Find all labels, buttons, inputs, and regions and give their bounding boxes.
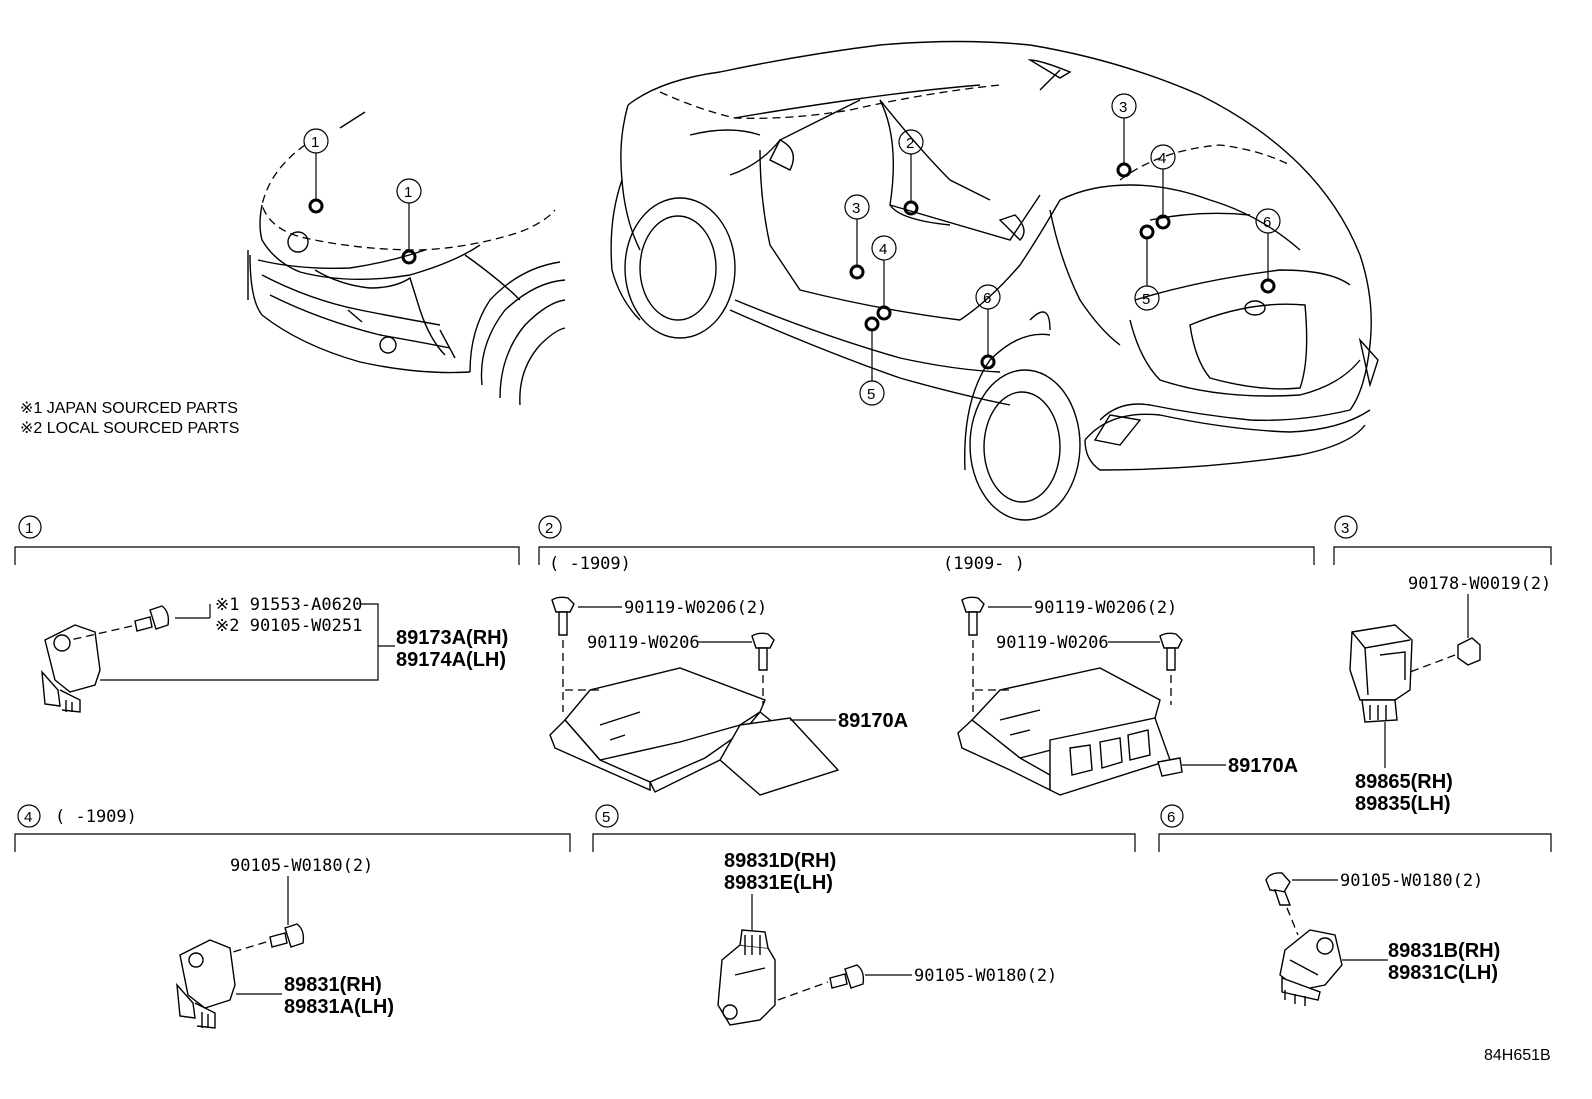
svg-text:1: 1 (25, 520, 33, 537)
section-1-part-rh: 89173A(RH) (396, 627, 508, 649)
section-4-part-rh: 89831(RH) (284, 974, 382, 996)
section-2-left-bolt-a (551, 596, 575, 712)
section-2-right-bolt-a (961, 596, 985, 712)
section-5-part-lh: 89831E(LH) (724, 872, 833, 894)
section-6-part-rh: 89831B(RH) (1388, 940, 1500, 962)
section-4-sensor (176, 939, 236, 1029)
section-5-sensor (717, 929, 776, 1026)
section-2-left-range: ( -1909) (549, 554, 631, 574)
rear-callout-5-top: 5 (1134, 224, 1160, 311)
section-2-right-range: (1909- ) (943, 554, 1025, 574)
rear-callout-4-top: 4 (1150, 144, 1176, 230)
section-1-code-japan: ※1 91553-A0620 (215, 595, 362, 615)
svg-text:2: 2 (906, 135, 914, 152)
svg-text:5: 5 (867, 386, 875, 403)
section-6-bolt-code: 90105-W0180(2) (1340, 871, 1483, 891)
section-2-left-bolt-a-code: 90119-W0206(2) (624, 598, 767, 618)
rear-callout-3-top: 3 (1111, 93, 1137, 178)
svg-text:6: 6 (983, 290, 991, 307)
section-1-bolt (69, 605, 170, 641)
section-3-sensor (1349, 624, 1413, 723)
section-3-header: 3 (1333, 515, 1552, 565)
svg-text:4: 4 (24, 809, 32, 826)
section-6-sensor (1279, 929, 1343, 1006)
svg-text:4: 4 (879, 241, 887, 258)
svg-text:3: 3 (1341, 520, 1349, 537)
note-japan-sourced: ※1 JAPAN SOURCED PARTS (20, 400, 238, 417)
rear-callout-6-top: 6 (1255, 208, 1281, 294)
section-5-header: 5 (592, 804, 1136, 852)
rear-callout-2: 2 (898, 129, 924, 216)
section-2-right-ecu (957, 667, 1183, 796)
section-3-nut-code: 90178-W0019(2) (1408, 574, 1551, 594)
section-5-bolt-code: 90105-W0180(2) (914, 966, 1057, 986)
svg-text:1: 1 (404, 184, 412, 201)
section-2-right-part: 89170A (1228, 755, 1298, 777)
section-1-header: 1 (14, 515, 520, 565)
section-2-left-part: 89170A (838, 710, 908, 732)
svg-text:3: 3 (1119, 99, 1127, 116)
section-6-header: 6 (1158, 804, 1552, 852)
section-3-nut (1457, 637, 1481, 666)
rear-callout-5-side: 5 (859, 316, 885, 406)
front-car-illustration (247, 111, 566, 406)
section-3-part-rh: 89865(RH) (1355, 771, 1453, 793)
section-2-right-bolt-b (1159, 632, 1183, 705)
section-2-header: 2 (538, 515, 1315, 565)
section-3-part-lh: 89835(LH) (1355, 793, 1451, 815)
svg-text:6: 6 (1167, 809, 1175, 826)
rear-callout-6-side: 6 (975, 284, 1001, 370)
section-4-header: 4 ( -1909) (14, 804, 571, 852)
section-6-bolt (1265, 872, 1292, 906)
section-2-right-bolt-a-code: 90119-W0206(2) (1034, 598, 1177, 618)
section-2-left-ecu (549, 667, 840, 796)
svg-text:6: 6 (1263, 214, 1271, 231)
svg-text:1: 1 (311, 134, 319, 151)
svg-text:( -1909): ( -1909) (55, 807, 137, 827)
section-2-left-bolt-b (751, 632, 775, 705)
rear-callout-4-side: 4 (871, 235, 897, 321)
svg-text:5: 5 (1142, 291, 1150, 308)
section-1-code-local: ※2 90105-W0251 (215, 616, 362, 636)
section-5-bolt (829, 964, 865, 989)
section-4-bolt-code: 90105-W0180(2) (230, 856, 373, 876)
rear-car-illustration (610, 40, 1379, 521)
front-callout-1a: 1 (303, 128, 329, 214)
section-5-part-rh: 89831D(RH) (724, 850, 836, 872)
front-callout-1b: 1 (396, 178, 422, 265)
diagram-code: 84H651B (1484, 1047, 1551, 1064)
rear-callout-3-side: 3 (844, 194, 870, 280)
svg-text:4: 4 (1158, 150, 1166, 167)
svg-text:3: 3 (852, 200, 860, 217)
section-2-right-bolt-b-code: 90119-W0206 (996, 633, 1109, 653)
section-4-part-lh: 89831A(LH) (284, 996, 394, 1018)
section-2-left-bolt-b-code: 90119-W0206 (587, 633, 700, 653)
svg-text:5: 5 (602, 809, 610, 826)
section-1-sensor (41, 624, 101, 713)
section-1-part-lh: 89174A(LH) (396, 649, 506, 671)
note-local-sourced: ※2 LOCAL SOURCED PARTS (20, 420, 239, 437)
section-6-part-lh: 89831C(LH) (1388, 962, 1498, 984)
svg-text:2: 2 (545, 520, 553, 537)
